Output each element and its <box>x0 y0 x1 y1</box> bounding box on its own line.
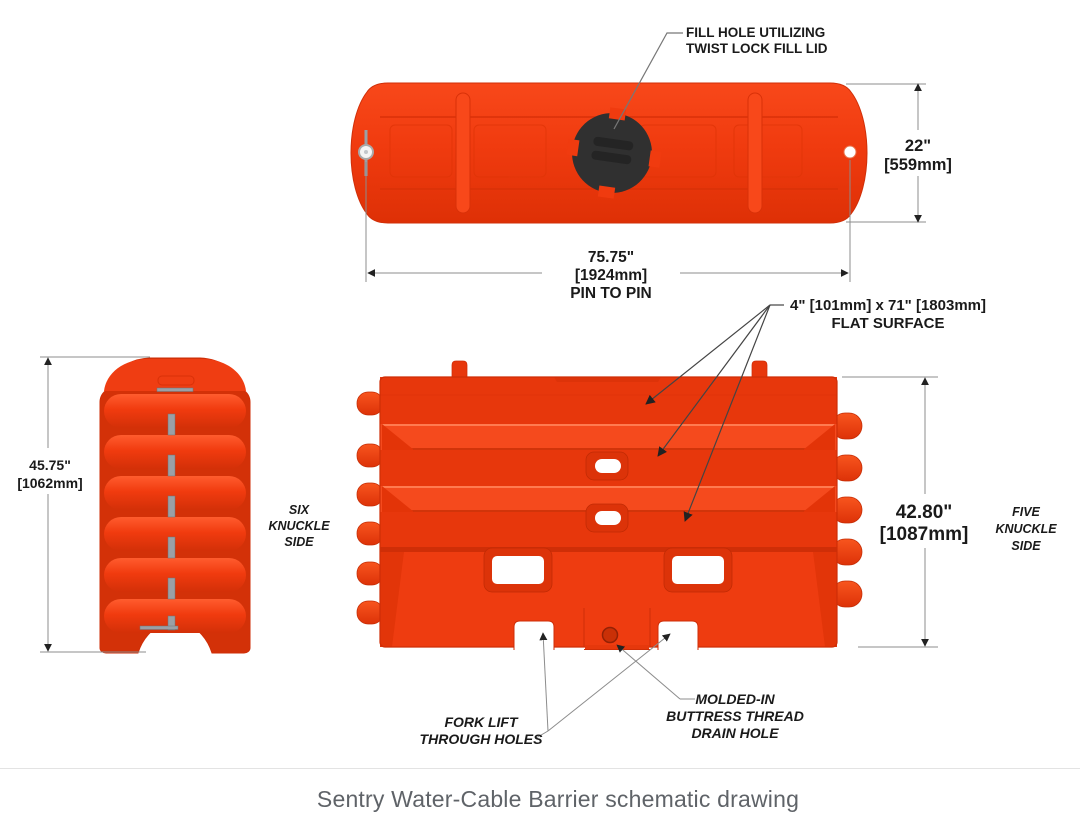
fork-lift-leaders <box>535 632 671 739</box>
fill-lid <box>566 107 662 199</box>
dim-front-height-in: 42.80" <box>896 502 953 523</box>
top-rib-right <box>747 92 763 214</box>
dim-top-height-lines <box>846 83 926 223</box>
dim-pin-to-pin-note: PIN TO PIN <box>570 285 652 302</box>
side-cable-pins <box>139 387 194 631</box>
front-knuckles-left <box>356 391 384 625</box>
six-knuckle-label-line1: SIX <box>289 503 310 517</box>
front-top-knob-left <box>451 360 468 379</box>
flat-surface-leaders <box>645 304 784 522</box>
side-top-recess <box>157 375 195 386</box>
drain-label-line2: BUTTRESS THREAD <box>666 708 804 724</box>
fork-hole-right <box>663 547 733 593</box>
dim-top-height-mm: [559mm] <box>884 156 952 174</box>
bottom-notch-left <box>513 620 555 650</box>
dim-top-height-in: 22" <box>905 137 931 155</box>
fill-hole-label-line2: TWIST LOCK FILL LID <box>686 41 828 56</box>
dim-front-height-lines <box>842 376 938 648</box>
front-top-knob-right <box>751 360 768 379</box>
right-pin-hole <box>843 145 857 159</box>
front-view: 4" [101mm] x 71" [1803mm] FLAT SURFACE 4… <box>356 297 1057 747</box>
top-recessed-panels <box>389 124 803 178</box>
fill-hole-leader-line <box>613 32 683 130</box>
flat-surface-label-line1: 4" [101mm] x 71" [1803mm] <box>790 297 986 314</box>
flat-surface-label-line2: FLAT SURFACE <box>831 315 944 332</box>
cable-slot-lower <box>585 503 629 533</box>
fork-hole-left <box>483 547 553 593</box>
dim-front-height-mm: [1087mm] <box>880 524 969 545</box>
bottom-notch-right <box>657 620 699 650</box>
fork-lift-label-line2: THROUGH HOLES <box>420 731 544 747</box>
drain-label-line3: DRAIN HOLE <box>691 725 779 741</box>
top-view: FILL HOLE UTILIZING TWIST LOCK FILL LID … <box>350 25 952 302</box>
dim-pin-to-pin-mm: [1924mm] <box>575 267 647 284</box>
front-knuckles-right <box>831 412 863 608</box>
fill-hole-label-line1: FILL HOLE UTILIZING <box>686 25 825 40</box>
dim-side-height-in: 45.75" <box>29 457 71 473</box>
five-knuckle-label-line2: KNUCKLE <box>995 522 1057 536</box>
dim-pin-to-pin-in: 75.75" <box>588 249 634 266</box>
barrier-schematic-svg: FILL HOLE UTILIZING TWIST LOCK FILL LID … <box>17 25 1057 747</box>
cable-slot-upper <box>585 451 629 481</box>
dim-pin-to-pin-lines <box>365 160 851 282</box>
image-caption: Sentry Water-Cable Barrier schematic dra… <box>316 786 800 812</box>
side-view: 45.75" [1062mm] SIX KNUCKLE SIDE <box>17 356 330 654</box>
left-pin <box>358 130 374 176</box>
six-knuckle-label-line3: SIDE <box>284 535 314 549</box>
fork-lift-label-line1: FORK LIFT <box>444 714 519 730</box>
drain-hole <box>601 626 619 644</box>
six-knuckle-label-line2: KNUCKLE <box>268 519 330 533</box>
five-knuckle-label-line3: SIDE <box>1011 539 1041 553</box>
five-knuckle-label-line1: FIVE <box>1012 505 1040 519</box>
caption-divider <box>0 768 1080 769</box>
drain-label-line1: MOLDED-IN <box>695 691 775 707</box>
drain-leaders <box>616 644 695 700</box>
dim-side-height-lines <box>40 356 150 653</box>
dim-side-height-mm: [1062mm] <box>17 475 82 491</box>
top-rib-left <box>455 92 471 214</box>
side-view-dome <box>104 359 246 391</box>
